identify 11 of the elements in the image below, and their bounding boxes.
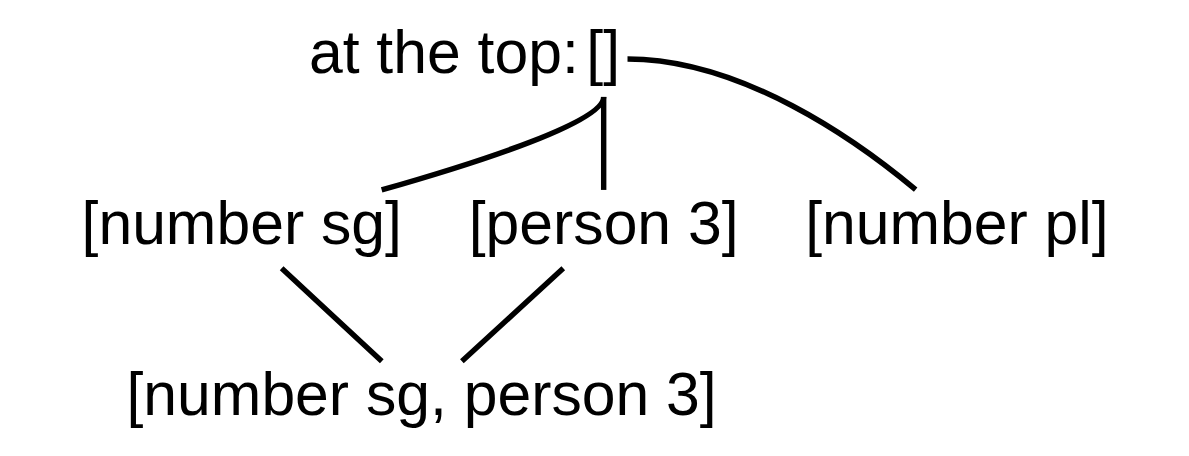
connector (600, 96, 606, 190)
node-text: [] (585, 17, 620, 86)
node-label: at the top: (308, 17, 579, 86)
node-text: [number pl] (804, 189, 1109, 258)
connector (380, 95, 606, 193)
node-text: [number sg] (81, 189, 402, 258)
connector (626, 56, 917, 192)
connector (459, 266, 565, 364)
node-text: [person 3] (468, 189, 739, 258)
node-text: [number sg, person 3] (126, 360, 717, 429)
connector (279, 266, 384, 364)
